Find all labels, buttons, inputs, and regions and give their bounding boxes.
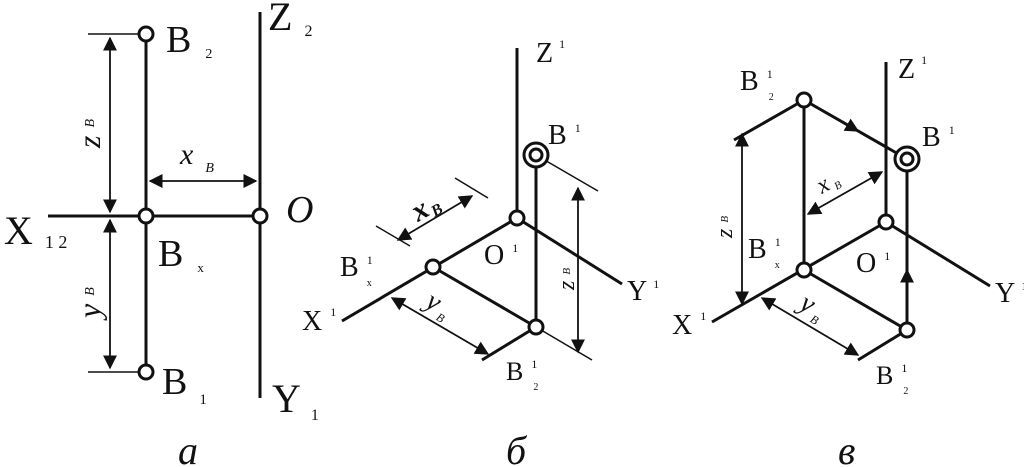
point-bx — [137, 207, 155, 225]
axis-y1-line — [885, 220, 991, 288]
point-bx1 — [795, 261, 813, 279]
point-o1 — [877, 213, 895, 231]
label-o: O — [286, 189, 313, 231]
point-b12 — [527, 318, 545, 336]
caption-c: в — [838, 428, 855, 467]
yb-dimension-arrow — [760, 297, 860, 356]
point-o — [251, 207, 269, 225]
b12-ext-lower-line — [535, 326, 593, 361]
xb-dimension-arrow — [396, 195, 474, 241]
panel-a — [48, 12, 269, 398]
label-yb: yB — [417, 284, 457, 326]
point-b1 — [528, 147, 544, 163]
panel-b — [341, 48, 623, 362]
label-yb: yB — [791, 286, 831, 328]
label-zb: zB — [712, 216, 738, 239]
point-b1 — [899, 151, 915, 167]
b12-to-b1-direction-arrow — [824, 111, 860, 132]
b12-to-axis-line — [733, 98, 805, 142]
point-b12-lower — [898, 321, 916, 339]
bx-to-b12-line — [432, 265, 537, 329]
label-y1: Y1 — [995, 278, 1024, 309]
bx-to-b12b-line — [803, 268, 908, 332]
label-zb: zB — [71, 119, 107, 149]
point-b2 — [137, 25, 155, 43]
label-yb: yB — [71, 287, 107, 321]
xb-ext-upper-line — [454, 177, 489, 199]
panel-c-labels: B12 Z1 B1 xB zB O1 B1x Y1 X1 yB B12 в — [672, 53, 1024, 467]
point-b12 — [795, 91, 813, 109]
caption-b: б — [506, 428, 528, 467]
b12b-to-axis-line — [857, 328, 908, 362]
point-bx1 — [424, 258, 442, 276]
label-zb: zB — [554, 268, 580, 291]
label-xb: xB — [404, 185, 446, 229]
xb-ext-lower-line — [375, 225, 411, 247]
point-o1 — [508, 209, 526, 227]
xb-dimension-arrow — [806, 171, 884, 215]
point-b1 — [137, 363, 155, 381]
b12-to-axis-line — [481, 325, 537, 362]
yb-dimension-arrow — [390, 297, 490, 355]
caption-a: а — [178, 428, 198, 467]
panel-c — [711, 62, 991, 362]
